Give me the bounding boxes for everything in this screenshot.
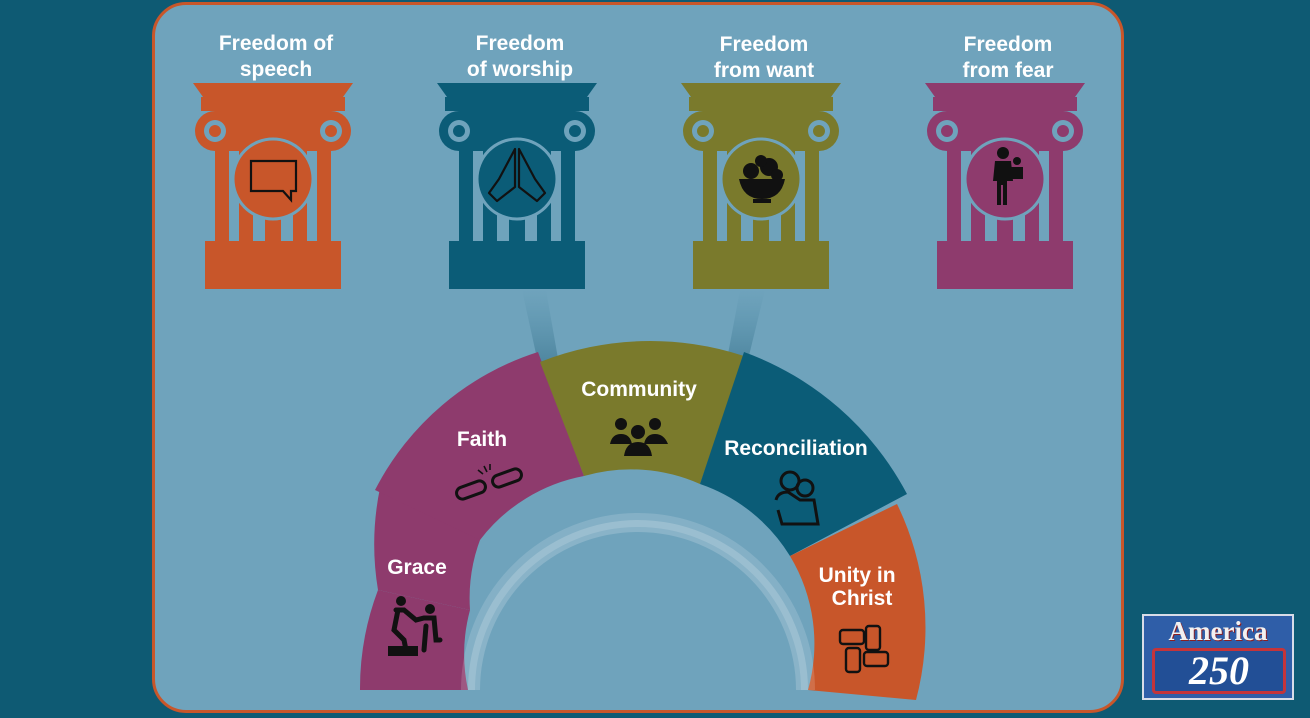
arch-segment-reconciliation xyxy=(700,352,907,556)
arch-segment-grace xyxy=(359,590,470,690)
arch-label-unity-line2: Christ xyxy=(832,587,893,610)
arch-label-community: Community xyxy=(581,378,697,401)
arch-segment-faith xyxy=(375,352,584,540)
embrace-icon xyxy=(774,470,820,526)
arch-label-faith: Faith xyxy=(457,428,507,451)
light-beam-right xyxy=(725,290,765,372)
pillar-title-want: Freedom from want xyxy=(713,33,815,82)
helping-hand-icon xyxy=(388,596,443,656)
speech-bubble-icon xyxy=(249,159,298,203)
pillar-title-fear: Freedom from fear xyxy=(962,33,1054,82)
pillar-worship xyxy=(437,83,597,289)
parent-child-icon xyxy=(993,147,1023,205)
arch-label-grace: Grace xyxy=(387,556,447,579)
light-beam-left xyxy=(522,290,560,372)
america-250-logo: America 250 xyxy=(1142,614,1294,700)
pillar-title-speech: Freedom of speech xyxy=(218,32,334,81)
fruit-bowl-icon xyxy=(739,155,785,203)
logo-text-america: America xyxy=(1168,616,1268,646)
joined-hands-icon xyxy=(838,624,890,674)
people-group-icon xyxy=(610,418,668,456)
arch xyxy=(359,340,926,700)
pillar-fear xyxy=(925,83,1085,289)
broken-chain-icon xyxy=(455,464,523,501)
praying-hands-icon xyxy=(487,147,547,203)
arch-label-unity: Unity in Christ xyxy=(819,564,902,610)
pillar-want xyxy=(681,83,841,289)
arch-segment-community xyxy=(540,340,744,484)
arch-label-unity-line1: Unity in xyxy=(819,564,896,587)
pillar-speech xyxy=(193,83,353,289)
logo-text-250: 250 xyxy=(1152,648,1286,694)
arch-label-reconciliation: Reconciliation xyxy=(724,437,868,460)
pillar-title-worship: Freedom of worship xyxy=(466,32,574,81)
arch-segment-unity xyxy=(790,504,926,700)
